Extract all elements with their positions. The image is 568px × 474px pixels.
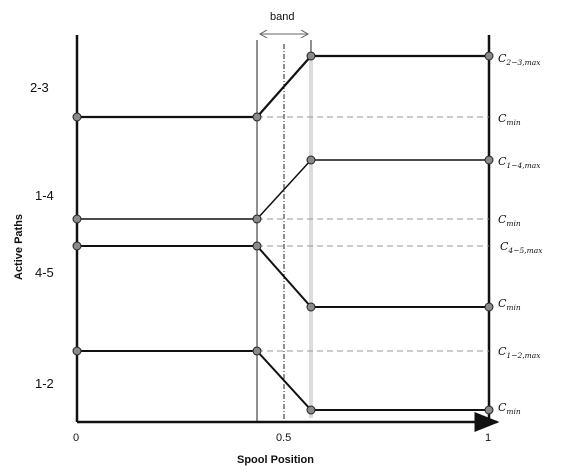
band-label: band bbox=[270, 11, 294, 23]
cap-label-cmin: Cmin bbox=[498, 297, 521, 312]
x-tick-label: 0 bbox=[73, 432, 79, 444]
path-group-label: 1-4 bbox=[35, 188, 54, 203]
cap-label-c45max: C4−5,max bbox=[500, 240, 543, 255]
curve-point bbox=[72, 241, 82, 251]
path-2-3-curve bbox=[77, 54, 489, 119]
path-1-2-curve bbox=[77, 350, 489, 411]
curve-point bbox=[252, 241, 262, 251]
curve-point bbox=[306, 155, 316, 165]
x-tick-label: 0.5 bbox=[276, 432, 291, 444]
cap-label-cmin: Cmin bbox=[498, 112, 521, 127]
curve-point bbox=[72, 112, 82, 122]
curve-point bbox=[72, 214, 82, 224]
x-tick-label: 1 bbox=[485, 432, 491, 444]
path-group-label: 2-3 bbox=[30, 80, 49, 95]
curve-point bbox=[306, 302, 316, 312]
curve-point bbox=[484, 155, 494, 165]
cap-label-cmin: Cmin bbox=[498, 213, 521, 228]
curve-point bbox=[252, 346, 262, 356]
curve-point bbox=[252, 112, 262, 122]
curve-point bbox=[484, 51, 494, 61]
path-group-label: 4-5 bbox=[35, 265, 54, 280]
curve-point bbox=[72, 346, 82, 356]
x-axis-label: Spool Position bbox=[237, 454, 314, 466]
curve-point bbox=[306, 405, 316, 415]
path-4-5-curve bbox=[77, 245, 489, 308]
curve-point bbox=[484, 405, 494, 415]
cap-label-c12max: C1−2,max bbox=[498, 345, 541, 360]
path-group-label: 1-2 bbox=[35, 376, 54, 391]
cap-label-c23max: C2−3,max bbox=[498, 52, 541, 67]
curve-point bbox=[252, 214, 262, 224]
curve-markers bbox=[72, 51, 494, 415]
path-1-4-curve bbox=[77, 159, 489, 220]
cap-label-c14max: C1−4,max bbox=[498, 155, 541, 170]
y-axis-label: Active Paths bbox=[13, 214, 25, 280]
band-region bbox=[309, 56, 313, 418]
curve-point bbox=[484, 302, 494, 312]
cap-label-cmin: Cmin bbox=[498, 401, 521, 416]
curve-point bbox=[306, 51, 316, 61]
